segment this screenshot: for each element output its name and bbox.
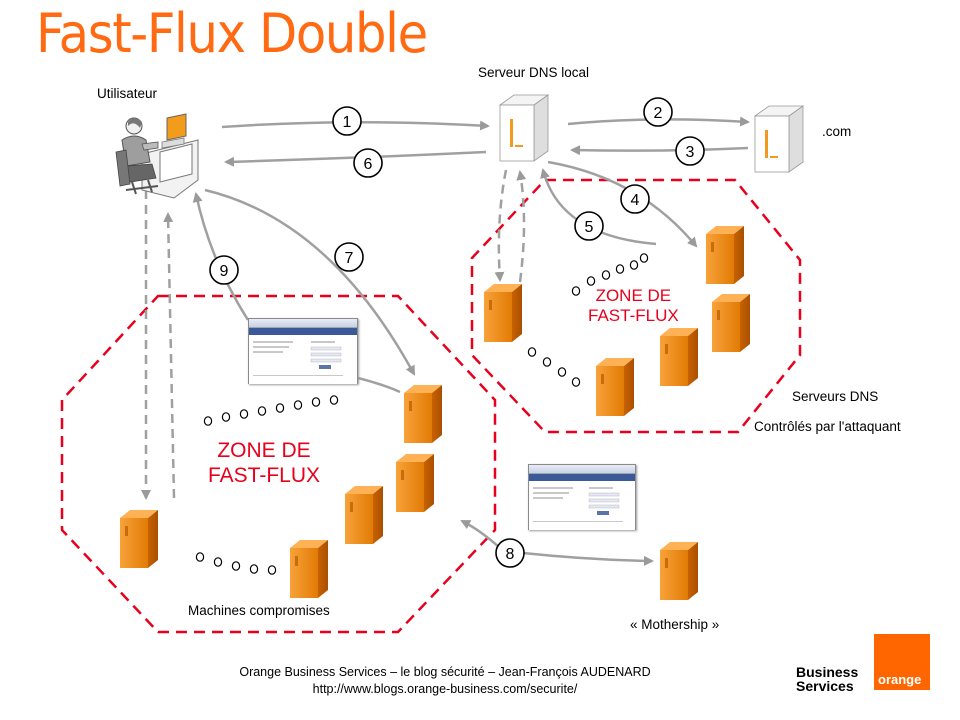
compromised-machine-icon xyxy=(396,454,434,512)
label-local-dns: Serveur DNS local xyxy=(478,65,590,80)
ellipsis-dot xyxy=(615,264,625,274)
orange-logo-text: orange xyxy=(878,672,922,687)
ellipsis-dot xyxy=(195,552,205,562)
dashed-arrow-dns-down xyxy=(494,169,508,282)
step-1-circle xyxy=(332,106,362,136)
step-6-circle xyxy=(353,148,383,178)
label-mothership: « Mothership » xyxy=(630,617,720,632)
browser-chrome xyxy=(249,319,357,328)
ellipsis-dot xyxy=(275,403,285,413)
label-com: .com xyxy=(822,124,852,139)
step-4-label: 4 xyxy=(631,192,640,209)
step-5-circle xyxy=(574,211,604,241)
step-8-label: 8 xyxy=(506,546,515,563)
ellipsis-dot xyxy=(311,397,321,407)
label-dns-servers: Serveurs DNS xyxy=(792,389,879,404)
step-9-label: 9 xyxy=(220,263,229,280)
dns-server-icon xyxy=(660,328,698,386)
ellipsis-dot xyxy=(257,406,267,416)
ellipsis-dot xyxy=(639,253,649,263)
step-7-circle xyxy=(334,242,364,272)
user-workstation-icon xyxy=(115,113,199,199)
dashed-arrow-dns-up xyxy=(516,170,527,283)
dns-server-icon xyxy=(596,358,634,416)
ellipsis-dot xyxy=(203,416,213,426)
page-content-lines xyxy=(253,341,343,376)
browser-window-2: facebook xyxy=(528,464,636,530)
footer-credit: Orange Business Services – le blog sécur… xyxy=(239,665,651,679)
step-4-circle xyxy=(620,184,650,214)
ellipsis-dot xyxy=(293,400,303,410)
step-2-circle xyxy=(643,97,673,127)
browser-window-1: facebook xyxy=(248,318,358,384)
local-dns-server-icon xyxy=(499,94,549,162)
mothership-server-icon xyxy=(660,542,698,600)
dns-server-icon xyxy=(706,226,744,284)
machines-zone-label: ZONE DE FAST-FLUX xyxy=(208,438,320,488)
ellipsis-dot xyxy=(557,367,567,377)
ellipsis-dot xyxy=(601,270,611,280)
facebook-header: facebook xyxy=(529,474,635,489)
arrow-step-8a xyxy=(460,519,501,549)
machines-zone-label-line1: ZONE DE xyxy=(217,439,311,462)
dns-zone-label-line2: FAST-FLUX xyxy=(588,306,679,325)
arrow-step-7 xyxy=(204,188,416,376)
label-user: Utilisateur xyxy=(97,86,158,101)
browser-content xyxy=(249,335,357,384)
machines-zone-label-line2: FAST-FLUX xyxy=(208,464,321,487)
ellipsis-dot xyxy=(571,286,581,296)
ellipsis-dot xyxy=(542,357,552,367)
orange-logo: orange xyxy=(874,634,930,690)
step-3-label: 3 xyxy=(686,144,695,161)
ellipsis-dot xyxy=(629,260,639,270)
ellipsis-dot xyxy=(231,561,241,571)
browser-content xyxy=(529,481,635,530)
compromised-machine-icon xyxy=(345,486,383,544)
ellipsis-dot xyxy=(267,565,277,575)
dashed-arrow-user-up xyxy=(163,212,176,499)
business-label: Business xyxy=(796,664,859,680)
ellipsis-dot xyxy=(221,412,231,422)
step-5-label: 5 xyxy=(585,219,594,236)
arrow-step-8b xyxy=(522,551,654,566)
com-server-icon xyxy=(754,105,804,173)
compromised-machine-icon xyxy=(120,510,158,568)
facebook-header: facebook xyxy=(249,328,357,343)
compromised-machine-icon xyxy=(404,385,442,443)
dns-zone-label-line1: ZONE DE xyxy=(595,286,672,305)
dns-server-icon xyxy=(712,294,750,352)
services-label: Services xyxy=(796,678,854,694)
page-content-lines xyxy=(533,487,623,522)
ellipsis-dot xyxy=(249,564,259,574)
ellipsis-dot xyxy=(527,347,537,357)
compromised-machine-icon xyxy=(290,540,328,598)
step-8-circle xyxy=(495,538,525,568)
ellipsis-dot xyxy=(329,395,339,405)
step-2-label: 2 xyxy=(654,105,663,122)
dns-server-icon xyxy=(484,284,522,342)
arrow-step-3 xyxy=(570,145,749,156)
business-services-label: Business Services xyxy=(796,665,858,693)
footer: Orange Business Services – le blog sécur… xyxy=(0,664,960,698)
machines-fast-flux-zone xyxy=(60,294,497,634)
step-6-label: 6 xyxy=(364,156,373,173)
dns-fast-flux-zone xyxy=(470,178,802,434)
label-controlled-by-attacker: Contrôlés par l'attaquant xyxy=(754,419,901,434)
footer-url: http://www.blogs.orange-business.com/sec… xyxy=(312,682,578,696)
label-compromised-machines: Machines compromises xyxy=(188,603,330,618)
ellipsis-dot xyxy=(586,276,596,286)
browser-chrome xyxy=(529,465,635,474)
step-7-label: 7 xyxy=(345,250,354,267)
step-3-circle xyxy=(675,136,705,166)
slide-title: Fast-Flux Double xyxy=(36,2,428,65)
dns-zone-label: ZONE DE FAST-FLUX xyxy=(588,286,679,326)
step-9-circle xyxy=(209,255,239,285)
arrow-fb-server xyxy=(357,376,401,394)
ellipsis-dot xyxy=(239,409,249,419)
ellipsis-dot xyxy=(571,377,581,387)
ellipsis-dot xyxy=(213,557,223,567)
step-1-label: 1 xyxy=(343,114,352,131)
